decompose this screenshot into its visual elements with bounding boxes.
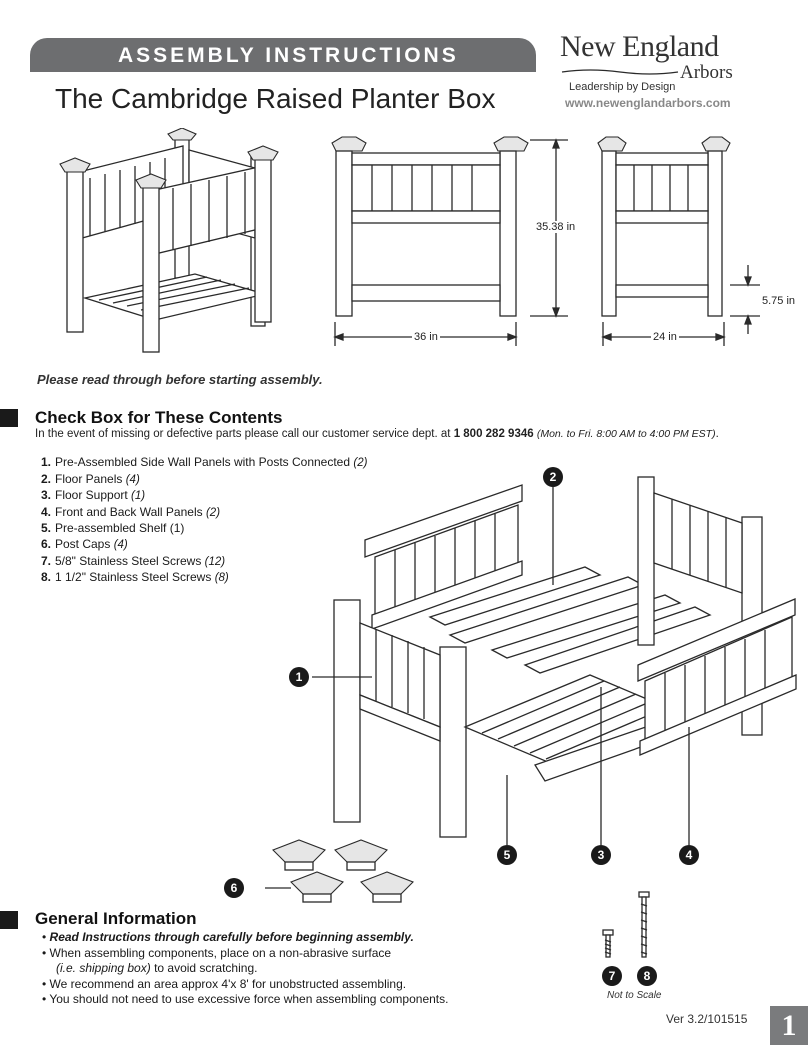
callout-6: 6 <box>224 878 244 898</box>
callout-1: 1 <box>289 667 309 687</box>
callout-4: 4 <box>679 845 699 865</box>
list-item: • We recommend an area approx 4'x 8' for… <box>42 976 407 991</box>
callout-7: 7 <box>602 966 622 986</box>
screws-illustration <box>602 891 650 958</box>
list-item: 7.5/8" Stainless Steel Screws (12) <box>40 553 226 568</box>
list-item: 3.Floor Support (1) <box>40 488 146 503</box>
callout-8: 8 <box>637 966 657 986</box>
list-item: 4.Front and Back Wall Panels (2) <box>40 504 221 519</box>
section-marker <box>0 409 18 427</box>
callout-5: 5 <box>497 845 517 865</box>
list-item: 8.1 1/2" Stainless Steel Screws (8) <box>40 570 229 585</box>
contents-heading: Check Box for These Contents <box>35 408 283 427</box>
list-item: • Read Instructions through carefully be… <box>42 930 414 944</box>
list-item: • When assembling components, place on a… <box>42 945 392 960</box>
list-item: • You should not need to use excessive f… <box>42 992 449 1006</box>
dimension-shelf-height: 5.75 in <box>760 295 798 307</box>
section-marker <box>0 911 18 929</box>
list-item: 6.Post Caps (4) <box>40 536 128 551</box>
version-label: Ver 3.2/101515 <box>666 1012 748 1026</box>
list-item: 1.Pre-Assembled Side Wall Panels with Po… <box>40 455 368 469</box>
dimension-width: 36 in <box>412 331 440 343</box>
list-item: (i.e. shipping box) to avoid scratching. <box>56 961 258 975</box>
parts-list: 1.Pre-Assembled Side Wall Panels with Po… <box>35 455 367 587</box>
dimension-depth: 24 in <box>651 331 679 343</box>
header-banner <box>30 38 536 72</box>
support-hours: (Mon. to Fri. 8:00 AM to 4:00 PM EST) <box>536 428 716 440</box>
brand-logo-name: New England <box>560 30 719 63</box>
callout-2: 2 <box>543 467 563 487</box>
page-number: 1 <box>770 1006 808 1045</box>
planter-front-view-illustration <box>331 136 529 317</box>
support-phone[interactable]: 1 800 282 9346 <box>453 428 534 440</box>
read-notice: Please read through before starting asse… <box>37 372 323 387</box>
exploded-parts-illustration <box>312 476 797 845</box>
planter-side-view-illustration <box>597 136 731 317</box>
general-heading: General Information <box>35 909 197 928</box>
callout-3: 3 <box>591 845 611 865</box>
contents-note: In the event of missing or defective par… <box>35 428 719 440</box>
list-item: 5.Pre-assembled Shelf (1) <box>40 521 185 536</box>
brand-logo-sub: Arbors <box>680 62 733 83</box>
page-title: The Cambridge Raised Planter Box <box>55 83 496 114</box>
dimension-lines <box>333 138 760 346</box>
list-item: 2.Floor Panels (4) <box>40 471 140 486</box>
logo-flourish-icon <box>561 69 679 75</box>
banner-title: ASSEMBLY INSTRUCTIONS <box>118 44 459 67</box>
brand-website[interactable]: www.newenglandarbors.com <box>565 96 731 110</box>
planter-perspective-illustration <box>59 128 279 353</box>
dimension-height: 35.38 in <box>534 221 578 233</box>
brand-tagline: Leadership by Design <box>569 81 676 93</box>
post-caps-illustration <box>265 839 414 903</box>
general-list: • Read Instructions through carefully be… <box>42 930 448 1008</box>
not-to-scale-note: Not to Scale <box>607 990 662 1001</box>
